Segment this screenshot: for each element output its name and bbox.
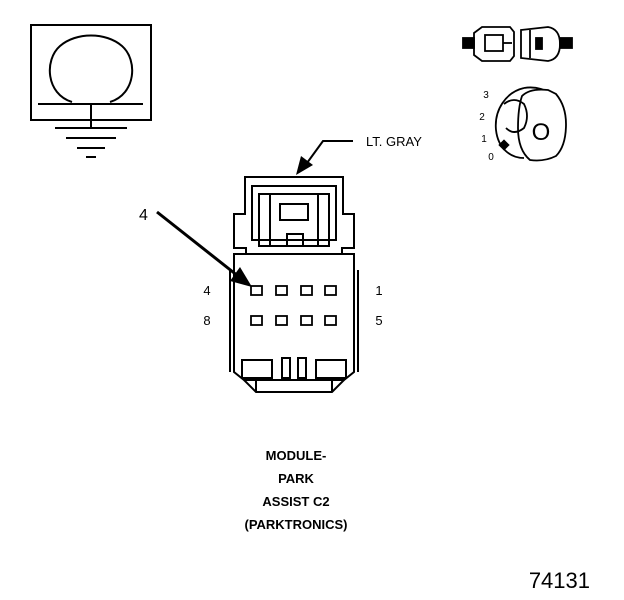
pin-2	[300, 285, 313, 296]
caption-line-3: ASSIST C2	[262, 494, 329, 509]
key-letter: O	[532, 119, 551, 146]
pin-6	[300, 315, 313, 326]
pin-1	[324, 285, 337, 296]
pin-label-8: 8	[203, 313, 210, 328]
wire-color-label: LT. GRAY	[366, 134, 422, 149]
pin-callout-arrow: 4	[139, 207, 252, 287]
connector-symbol-icon	[30, 24, 152, 158]
pin-label-1: 1	[375, 283, 382, 298]
key-position-icon: O 3 2 1 0	[479, 86, 567, 163]
key-position-1: 1	[481, 134, 487, 145]
pin-7	[275, 315, 288, 326]
pin-label-5: 5	[375, 313, 382, 328]
pin-8	[250, 315, 263, 326]
pin-cavities	[250, 285, 337, 326]
caption-line-1: MODULE-	[266, 448, 327, 463]
pin-3	[275, 285, 288, 296]
caption-line-2: PARK	[278, 471, 314, 486]
pin-4	[250, 285, 263, 296]
key-position-2: 2	[479, 112, 485, 123]
connector-caption: MODULE- PARK ASSIST C2 (PARKTRONICS)	[244, 448, 347, 532]
pin-label-4: 4	[203, 283, 210, 298]
callout-number: 4	[139, 207, 148, 224]
caption-line-4: (PARKTRONICS)	[244, 517, 347, 532]
connector-face	[229, 176, 359, 393]
wire-color-leader: LT. GRAY	[296, 134, 422, 175]
key-position-0: 0	[488, 152, 494, 163]
pin-5	[324, 315, 337, 326]
connector-side-view-icon	[462, 26, 573, 62]
key-position-3: 3	[483, 90, 489, 101]
figure-number: 74131	[529, 568, 590, 593]
